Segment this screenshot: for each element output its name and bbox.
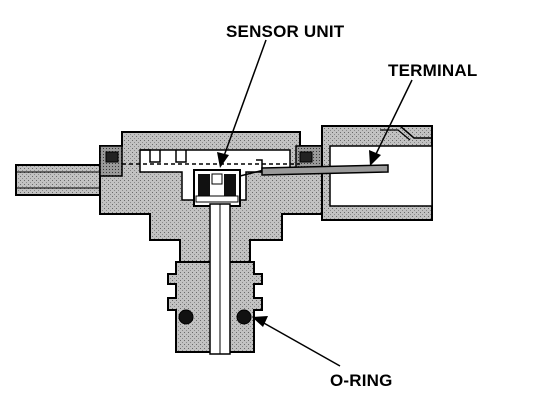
label-sensor-unit: SENSOR UNIT	[226, 22, 345, 41]
inlet-tube	[15, 164, 103, 196]
callout-leaders	[217, 39, 413, 367]
pressure-port	[167, 203, 263, 355]
o-ring-pair	[178, 309, 252, 325]
connector-shell	[321, 125, 433, 221]
o-ring-right	[236, 309, 252, 325]
o-ring-left	[178, 309, 194, 325]
label-o-ring: O-RING	[330, 371, 393, 390]
sensor-unit-arrowhead	[217, 152, 229, 168]
terminal-arrowhead	[369, 150, 381, 166]
terminal-blade	[261, 164, 389, 176]
o-ring-arrowhead	[252, 316, 268, 327]
label-terminal: TERMINAL	[388, 61, 477, 80]
